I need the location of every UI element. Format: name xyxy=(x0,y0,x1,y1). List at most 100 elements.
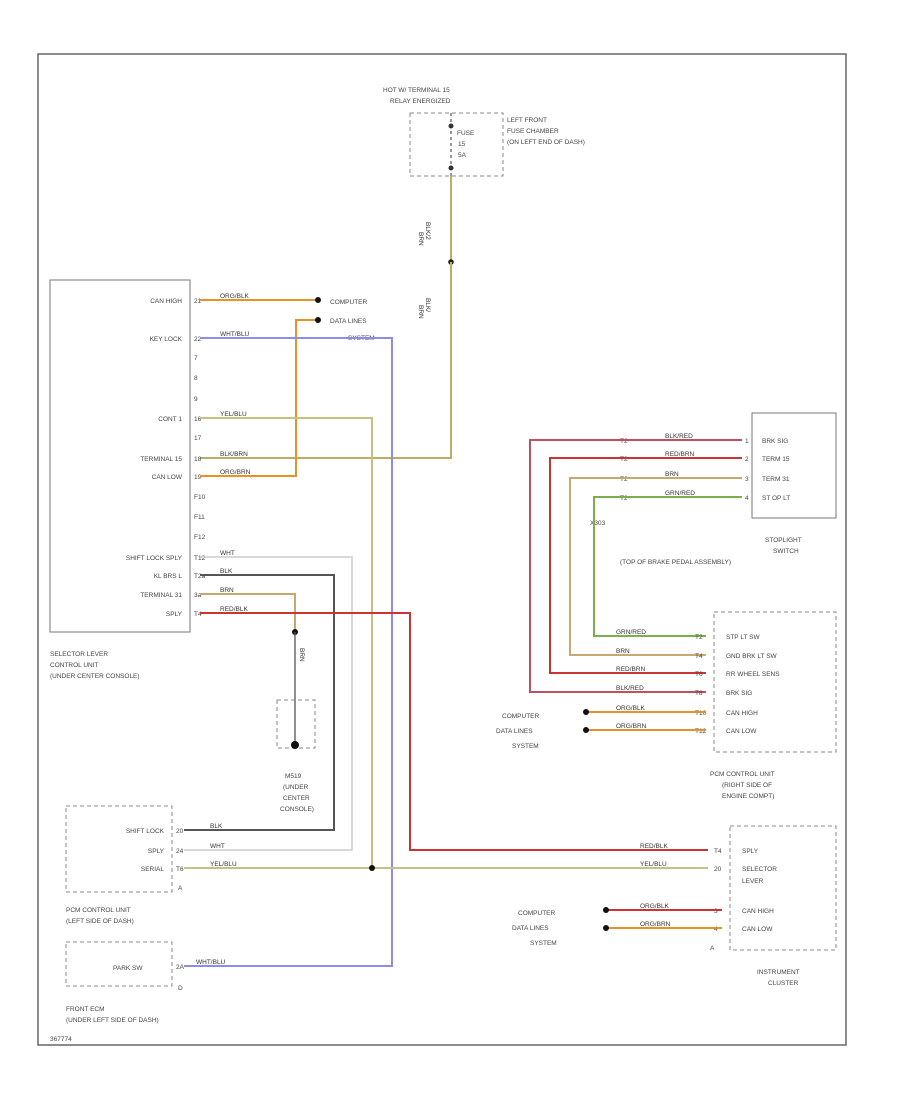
selector-pin-label: SHIFT LOCK SPLY xyxy=(126,555,183,562)
fuse-amps: 5A xyxy=(458,152,467,159)
selector-pin-number: 17 xyxy=(194,435,202,442)
stoplight-conn-label: T2 xyxy=(620,438,628,445)
pdm-name-1: PCM CONTROL UNIT xyxy=(66,907,131,914)
selector-pin-label: CAN HIGH xyxy=(150,298,182,305)
cluster-conn: A xyxy=(710,945,715,952)
pdm-wire-label: WHT xyxy=(210,843,225,850)
pcm-pin-label: CAN LOW xyxy=(726,728,757,735)
fuse-label: FUSE xyxy=(457,130,475,137)
selector-pin-number: F10 xyxy=(194,494,206,501)
pdm-pin-label: SPLY xyxy=(148,848,165,855)
selector-pin-number: T12 xyxy=(194,555,206,562)
selector-name-3: (UNDER CENTER CONSOLE) xyxy=(50,673,140,680)
cluster-pin-number: 4 xyxy=(714,926,718,933)
can-high-top-dot xyxy=(315,297,321,303)
stoplight-pin-number: 4 xyxy=(745,495,749,502)
pdm-left-box xyxy=(65,805,173,893)
wire-shift-lock-sply xyxy=(184,556,353,851)
pdm-pin-number: 24 xyxy=(176,848,184,855)
pcm-pin-number: T10 xyxy=(695,710,707,717)
pcm-pin-number: T8 xyxy=(695,690,703,697)
computer-bot-1: COMPUTER xyxy=(518,910,556,917)
pdm-name-2: (LEFT SIDE OF DASH) xyxy=(66,918,134,925)
selector-wire-label: WHT/BLU xyxy=(220,331,250,338)
selector-pin-number: T4 xyxy=(194,611,202,618)
stoplight-name-3: (TOP OF BRAKE PEDAL ASSEMBLY) xyxy=(620,559,731,566)
pcm-wire-label: ORG/BLK xyxy=(616,705,646,712)
splice-x303: X303 xyxy=(590,520,606,527)
selector-pin-number: 18 xyxy=(194,456,202,463)
wire-top-label: BLK/2 xyxy=(424,222,431,240)
selector-pin-number: 16 xyxy=(194,416,202,423)
computer-bot-2: DATA LINES xyxy=(512,925,549,932)
selector-pin-label: CAN LOW xyxy=(152,474,183,481)
computer-mid-2: DATA LINES xyxy=(496,728,533,735)
ground-name-2: (UNDER xyxy=(283,784,309,791)
pcm-right-name-3: ENGINE COMPT) xyxy=(722,793,774,800)
ground-name-4: CONSOLE) xyxy=(280,806,314,813)
selector-name-2: CONTROL UNIT xyxy=(50,662,99,669)
stoplight-conn-label: T2 xyxy=(620,476,628,483)
cluster-pin-label: SPLY xyxy=(742,848,759,855)
wire-term15-sw xyxy=(549,457,742,674)
footer-code: 367774 xyxy=(50,1036,72,1043)
selector-wire-label: BLK/BRN xyxy=(220,451,248,458)
front-ecm-wire: WHT/BLU xyxy=(196,959,226,966)
cluster-pin-number: 3 xyxy=(714,908,718,915)
cluster-wire-label: ORG/BRN xyxy=(640,921,671,928)
can-high-bot-dot xyxy=(603,907,609,913)
wire-kl-brs xyxy=(184,574,335,831)
pdm-pin-label: SERIAL xyxy=(141,866,165,873)
fuse-number: 15 xyxy=(458,141,466,148)
selector-pin-label: KL BRS L xyxy=(154,573,183,580)
pcm-wire-label: BLK/RED xyxy=(616,685,644,692)
can-low-bot-dot xyxy=(603,925,609,931)
ground-wire-label: BRN xyxy=(298,648,305,662)
fuse-dot-top xyxy=(448,123,454,129)
wire-term31-sw xyxy=(569,477,742,656)
ground-name-1: M519 xyxy=(285,773,302,780)
pcm-wire-label: GRN/RED xyxy=(616,629,646,636)
fuse-chamber-box xyxy=(409,112,504,177)
selector-pin-number: 19 xyxy=(194,474,202,481)
computer-top-2: DATA LINES xyxy=(330,318,367,325)
selector-pin-number: F11 xyxy=(194,514,205,521)
selector-wire-label: ORG/BRN xyxy=(220,469,251,476)
wire-stp-lt xyxy=(593,496,742,637)
stoplight-wire-label: GRN/RED xyxy=(665,490,695,497)
cluster-pin-label: LEVER xyxy=(742,878,764,885)
cluster-wire-label: YEL/BLU xyxy=(640,861,667,868)
selector-name-1: SELECTOR LEVER xyxy=(50,651,108,658)
can-high-mid-dot xyxy=(583,709,589,715)
stoplight-pin-label: BRK SIG xyxy=(762,438,788,445)
cluster-wire-label: ORG/BLK xyxy=(640,903,670,910)
pcm-pin-label: GND BRK LT SW xyxy=(726,653,778,660)
pcm-wire-label: ORG/BRN xyxy=(616,723,647,730)
stoplight-wire-label: RED/BRN xyxy=(665,451,695,458)
instrument-cluster-box xyxy=(729,825,837,951)
wire-terminal31 xyxy=(200,593,296,632)
serial-splice xyxy=(369,865,375,871)
pcm-pin-label: RR WHEEL SENS xyxy=(726,671,780,678)
computer-top-1: COMPUTER xyxy=(330,299,368,306)
selector-pin-number: F12 xyxy=(194,534,206,541)
cluster-pin-label: SELECTOR xyxy=(742,866,777,873)
stoplight-pin-number: 2 xyxy=(745,456,749,463)
pdm-wire-label: YEL/BLU xyxy=(210,861,237,868)
selector-wire-label: RED/BLK xyxy=(220,606,248,613)
selector-pin-label: KEY LOCK xyxy=(150,336,183,343)
front-ecm-name-2: (UNDER LEFT SIDE OF DASH) xyxy=(66,1017,159,1024)
wire-sply-red xyxy=(200,612,708,851)
pcm-pin-number: T4 xyxy=(695,653,703,660)
cluster-pin-number: T4 xyxy=(714,848,722,855)
stoplight-switch-box xyxy=(751,412,837,519)
stoplight-name-1: STOPLIGHT xyxy=(765,537,802,544)
selector-pin-number: 21 xyxy=(194,298,202,305)
selector-wire-label: BLK xyxy=(220,568,233,575)
fuse-chamber-2: FUSE CHAMBER xyxy=(507,128,559,135)
front-ecm-conn: D xyxy=(178,985,183,992)
fuse-dot-bottom xyxy=(448,165,454,171)
